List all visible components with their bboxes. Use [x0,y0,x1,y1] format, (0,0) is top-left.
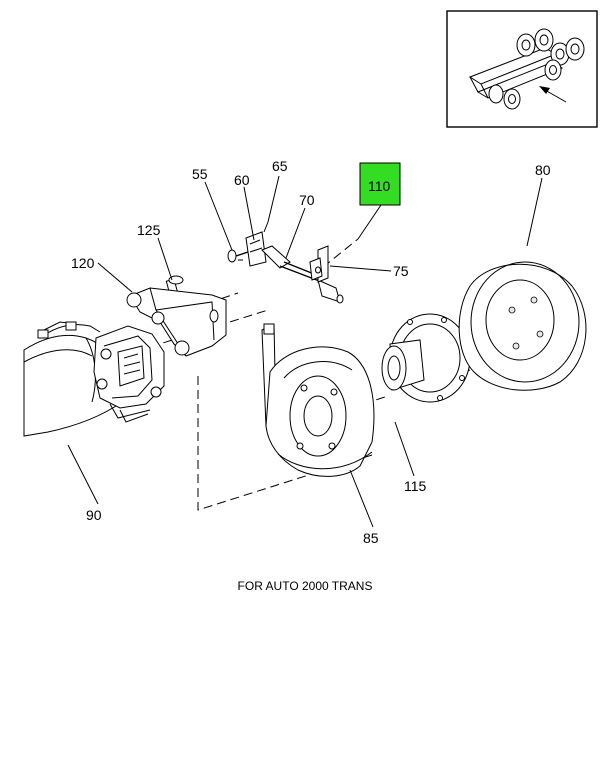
callout-125[interactable]: 125 [137,222,161,238]
callout-120[interactable]: 120 [71,255,95,271]
callout-70[interactable]: 70 [299,192,315,208]
callout-labels: 55 60 65 70 110 80 125 120 75 115 90 85 [71,158,551,546]
callout-90[interactable]: 90 [86,507,102,523]
part-dust-shield [261,323,375,477]
part-hub [381,313,471,403]
diagram-caption: FOR AUTO 2000 TRANS [237,579,373,593]
part-caliper-bracket [37,275,227,423]
callout-65[interactable]: 65 [272,158,288,174]
callout-115[interactable]: 115 [404,478,427,494]
leader-lines [67,175,543,528]
part-cable-assembly [227,221,344,304]
callout-75[interactable]: 75 [393,263,409,279]
callout-55[interactable]: 55 [192,166,208,182]
callout-80[interactable]: 80 [535,162,551,178]
locator-inset [446,10,598,128]
part-brake-drum [458,261,587,391]
callout-110[interactable]: 110 [368,178,391,194]
callout-60[interactable]: 60 [234,172,250,188]
callout-85[interactable]: 85 [363,530,379,546]
callout-110-highlight [359,162,401,206]
